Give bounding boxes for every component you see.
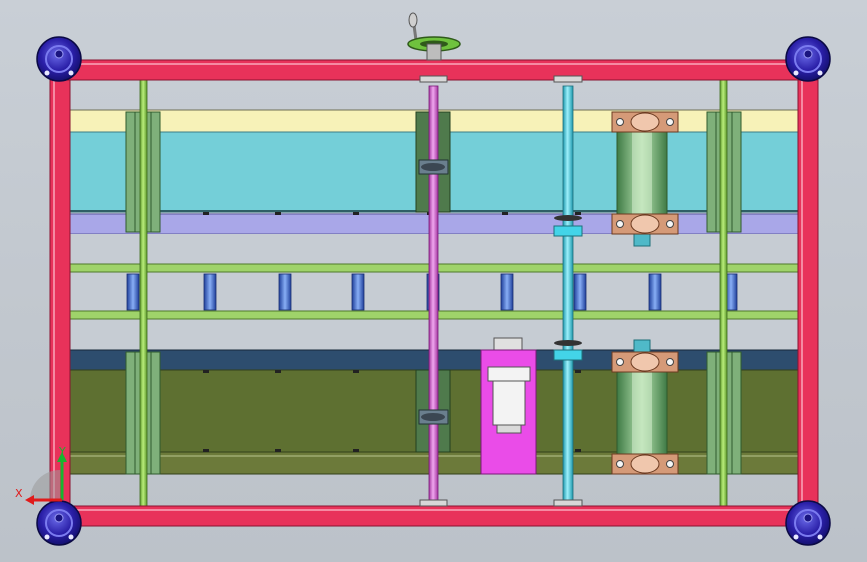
screw-head xyxy=(275,449,281,452)
mount-wheel-icon xyxy=(36,500,82,546)
support-pillar xyxy=(648,273,662,311)
x-axis-label: X xyxy=(15,487,23,500)
screw-head xyxy=(203,370,209,373)
support-pillar xyxy=(500,273,514,311)
green-tie-rod-right xyxy=(719,79,728,507)
screw-head xyxy=(502,212,508,215)
screw-head xyxy=(575,449,581,452)
support-pillar xyxy=(126,273,140,311)
screw-head xyxy=(275,370,281,373)
rod-end-caps xyxy=(419,75,583,507)
screw-head xyxy=(575,370,581,373)
handwheel-icon[interactable] xyxy=(407,12,461,61)
support-pillar xyxy=(573,273,587,311)
support-pillar xyxy=(278,273,292,311)
green-tie-rod-left xyxy=(139,79,148,507)
bearing-block xyxy=(611,351,679,373)
mount-wheel-icon xyxy=(785,500,831,546)
axis-triad-icon: Y X xyxy=(15,445,67,505)
screw-head xyxy=(203,449,209,452)
screw-head xyxy=(353,212,359,215)
mount-wheel-icon xyxy=(36,36,82,82)
screw-head xyxy=(203,212,209,215)
support-pillar xyxy=(351,273,365,311)
leader-pin-assembly-lower xyxy=(616,339,668,455)
slider-block xyxy=(480,337,537,475)
screw-head xyxy=(275,212,281,215)
bearing-blocks xyxy=(611,111,679,475)
bearing-block xyxy=(611,213,679,235)
bearing-block xyxy=(611,453,679,475)
screw-head xyxy=(575,212,581,215)
screw-head xyxy=(353,449,359,452)
screw-head xyxy=(353,370,359,373)
y-axis-label: Y xyxy=(58,445,66,458)
support-pillar xyxy=(203,273,217,311)
mount-wheel-icon xyxy=(785,36,831,82)
bearing-block xyxy=(611,111,679,133)
